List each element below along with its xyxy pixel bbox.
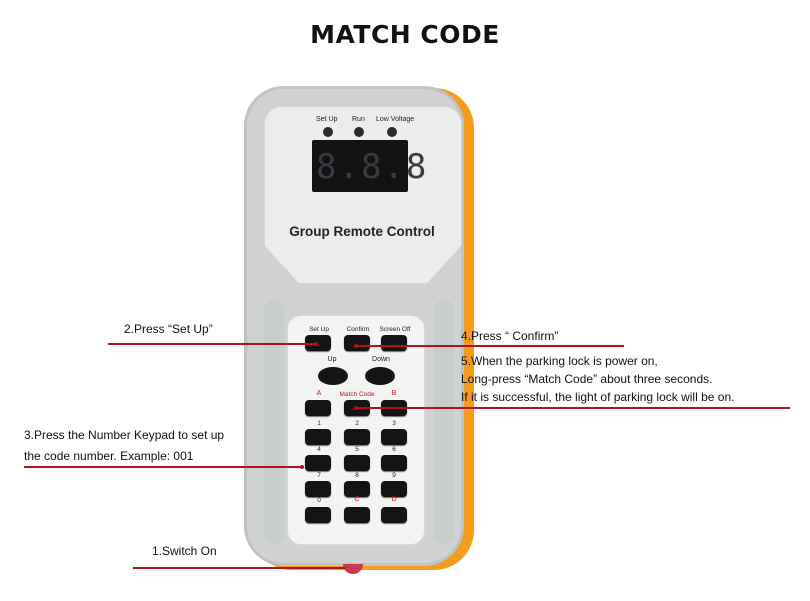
annotation-step-4: 4.Press “ Confirm” bbox=[461, 329, 559, 343]
annotation-step-2: 2.Press “Set Up” bbox=[124, 322, 213, 336]
key-label-7: 7 bbox=[317, 472, 321, 479]
key-label-screen-off: Screen Off bbox=[379, 326, 411, 333]
remote-side-left bbox=[264, 300, 284, 545]
key-5-button[interactable] bbox=[344, 455, 370, 471]
key-label-b: B bbox=[391, 390, 397, 397]
remote-faceplate bbox=[264, 106, 462, 284]
key-4-button[interactable] bbox=[305, 455, 331, 471]
pointer-line-step-5 bbox=[356, 407, 790, 409]
confirm-button[interactable] bbox=[344, 335, 370, 351]
key-0-button[interactable] bbox=[305, 507, 331, 523]
key-8-button[interactable] bbox=[344, 481, 370, 497]
led-label-low-voltage: Low Voltage bbox=[376, 116, 415, 123]
key-label-4: 4 bbox=[317, 446, 321, 453]
key-label-6: 6 bbox=[392, 446, 396, 453]
setup-led-icon bbox=[323, 127, 333, 137]
key-label-match-code: Match Code bbox=[339, 391, 375, 398]
page-title: MATCH CODE bbox=[310, 20, 500, 49]
annotation-step-1: 1.Switch On bbox=[152, 544, 217, 558]
key-label-up: Up bbox=[327, 356, 337, 363]
key-c-button[interactable] bbox=[344, 507, 370, 523]
led-label-run: Run bbox=[352, 116, 365, 123]
key-label-d: D bbox=[391, 496, 397, 503]
key-label-1: 1 bbox=[317, 420, 321, 427]
key-label-0: 0 bbox=[317, 497, 321, 504]
power-switch[interactable] bbox=[343, 564, 363, 574]
key-label-9: 9 bbox=[392, 472, 396, 479]
annotation-step-3-line-1: 3.Press the Number Keypad to set up bbox=[24, 428, 225, 442]
annotation-step-5-line-2: Long-press “Match Code” about three seco… bbox=[461, 372, 713, 386]
pointer-line-step-1 bbox=[133, 567, 345, 569]
pointer-line-step-4 bbox=[356, 345, 624, 347]
down-button[interactable] bbox=[365, 367, 395, 385]
key-label-down: Down bbox=[372, 356, 390, 363]
pointer-dot-step-5 bbox=[354, 406, 358, 410]
key-7-button[interactable] bbox=[305, 481, 331, 497]
key-3-button[interactable] bbox=[381, 429, 407, 445]
key-label-8: 8 bbox=[355, 472, 359, 479]
key-label-5: 5 bbox=[355, 446, 359, 453]
key-label-confirm: Confirm bbox=[346, 326, 370, 333]
pointer-line-step-2 bbox=[108, 343, 316, 345]
remote-side-right bbox=[434, 300, 454, 545]
pointer-dot-step-2 bbox=[314, 342, 318, 346]
led-label-setup: Set Up bbox=[316, 116, 338, 123]
annotation-step-5-line-3: If it is successful, the light of parkin… bbox=[461, 390, 735, 404]
device-label: Group Remote Control bbox=[289, 224, 435, 239]
key-label-2: 2 bbox=[355, 420, 359, 427]
annotation-step-5-line-1: 5.When the parking lock is power on, bbox=[461, 354, 658, 368]
key-2-button[interactable] bbox=[344, 429, 370, 445]
setup-button[interactable] bbox=[305, 335, 331, 351]
segment-display bbox=[312, 140, 408, 192]
segment-display-digits: 8.8.8 bbox=[316, 147, 429, 187]
pointer-line-step-3 bbox=[24, 466, 302, 468]
pointer-dot-step-3 bbox=[300, 465, 304, 469]
run-led-icon bbox=[354, 127, 364, 137]
low-voltage-led-icon bbox=[387, 127, 397, 137]
key-a-button[interactable] bbox=[305, 400, 331, 416]
key-label-setup: Set Up bbox=[309, 326, 329, 333]
key-label-c: C bbox=[354, 496, 360, 503]
key-d-button[interactable] bbox=[381, 507, 407, 523]
screen-off-button[interactable] bbox=[381, 335, 407, 351]
up-button[interactable] bbox=[318, 367, 348, 385]
key-1-button[interactable] bbox=[305, 429, 331, 445]
key-6-button[interactable] bbox=[381, 455, 407, 471]
key-label-3: 3 bbox=[392, 420, 396, 427]
annotation-step-3-line-2: the code number. Example: 001 bbox=[24, 449, 194, 463]
pointer-dot-step-4 bbox=[354, 344, 358, 348]
key-9-button[interactable] bbox=[381, 481, 407, 497]
key-label-a: A bbox=[316, 390, 322, 397]
